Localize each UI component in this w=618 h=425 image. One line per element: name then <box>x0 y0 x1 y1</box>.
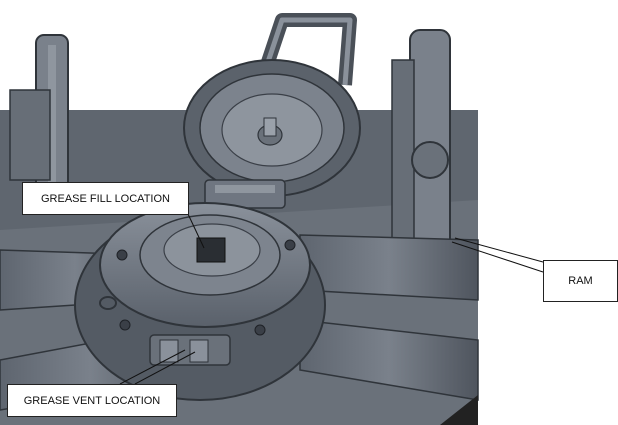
leader-lines <box>119 213 544 385</box>
left-flange <box>9 34 69 206</box>
corner-arrow <box>440 395 478 425</box>
right-flange <box>391 29 451 251</box>
vent-leader-line-2 <box>134 351 196 385</box>
ram-leader-line-2 <box>451 241 544 273</box>
fill-leader-line <box>187 213 205 249</box>
ram-label: RAM <box>543 260 618 302</box>
central-hub <box>74 202 326 401</box>
lid-handle <box>255 13 357 86</box>
vent-clip <box>149 334 231 366</box>
grease-fill-location-label: GREASE FILL LOCATION <box>22 182 189 215</box>
grease-vent-location-label: GREASE VENT LOCATION <box>7 384 177 417</box>
open-lid <box>183 59 361 197</box>
lid-hinge <box>204 179 286 209</box>
ram-leader-line-1 <box>454 237 544 263</box>
vent-leader-line-1 <box>119 349 186 385</box>
